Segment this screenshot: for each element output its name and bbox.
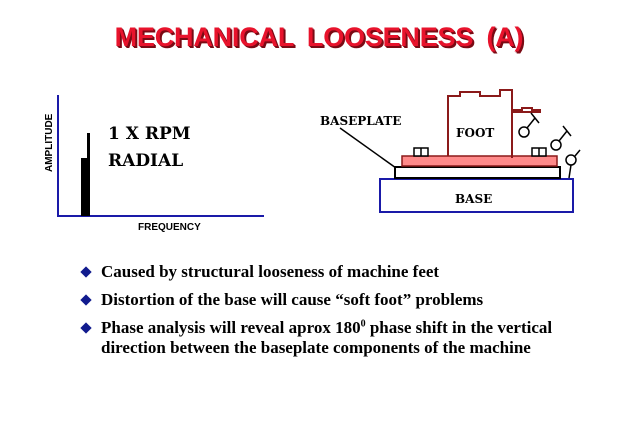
bullet-text-2: Distortion of the base will cause “soft … [101,290,484,309]
bullet-text-3-pre: Phase analysis will reveal aprox 180 [101,318,361,337]
baseplate-lower [394,166,561,179]
bullet-item-3: Phase analysis will reveal aprox 1800 ph… [80,318,600,358]
bullet-list: Caused by structural looseness of machin… [80,262,600,366]
peak-label-line2: RADIAL [108,151,183,171]
bolt-right [531,147,547,157]
bolt-left [413,147,429,157]
peak-label-line1: 1 X RPM [108,124,191,144]
diamond-bullet-icon [80,294,92,306]
probe-2 [550,125,572,151]
baseplate-label: BASEPLATE [320,114,401,128]
diamond-bullet-icon [80,322,92,334]
degree-superscript: 0 [360,318,366,330]
bullet-text-3-post: phase shift in the vertical direction be… [101,318,553,357]
spectrum-peak-line [87,133,90,216]
diamond-bullet-icon [80,266,92,278]
bullet-item-2: Distortion of the base will cause “soft … [80,290,600,310]
base-label: BASE [455,192,492,206]
spectrum-peak-bar [81,158,87,216]
bullet-item-1: Caused by structural looseness of machin… [80,262,600,282]
y-axis-label: AMPLITUDE [44,113,55,172]
machine-foot-outline [447,89,541,158]
baseplate-red [401,155,558,167]
base-block [379,178,574,213]
x-axis-label: FREQUENCY [138,222,201,233]
probe-3 [565,149,581,179]
probe-1 [518,112,540,138]
foot-label: FOOT [456,126,494,140]
baseplate-leader [339,127,397,169]
bullet-text-1: Caused by structural looseness of machin… [101,262,440,281]
slide-title: MECHANICAL LOOSENESS (A) [114,22,524,52]
machine-diagram: BASEPLATE BASE FOOT [320,89,581,213]
spectrum-plot: AMPLITUDE FREQUENCY 1 X RPM RADIAL [44,95,264,233]
